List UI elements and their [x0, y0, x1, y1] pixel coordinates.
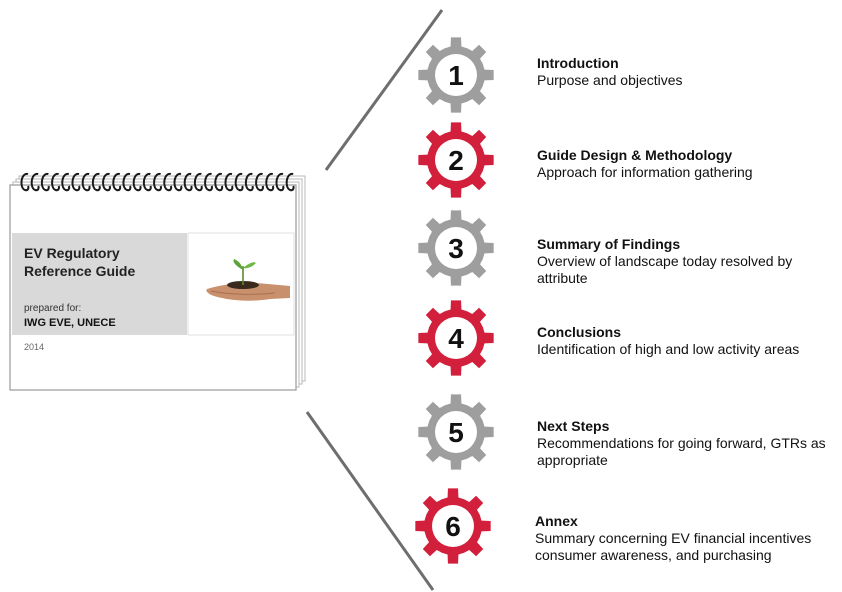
step-2-text: Guide Design & Methodology Approach for … [537, 147, 837, 181]
connector-line-bottom [305, 411, 435, 591]
spiral-coil [142, 172, 152, 192]
spiral-coil [102, 172, 111, 192]
book-cover-panel [12, 233, 187, 335]
spiral-coil [234, 172, 244, 192]
spiral-coil [255, 172, 264, 192]
spiral-coil [153, 172, 162, 192]
gear-list: 1 2 3 4 5 6 [415, 37, 494, 564]
hand-seedling-icon [206, 259, 290, 301]
spiral-coil [214, 172, 224, 192]
spiral-coil [244, 172, 254, 192]
spiral-coil [204, 172, 213, 192]
spiral-coil [122, 172, 132, 192]
gear-center [435, 317, 477, 359]
spiral-coil [163, 172, 173, 192]
spiral-coil [30, 172, 40, 192]
spiral-coil [20, 172, 30, 192]
step-1-text: Introduction Purpose and objectives [537, 55, 837, 89]
gear-number: 1 [448, 60, 464, 91]
step-description: Overview of landscape today resolved by … [537, 253, 793, 286]
spiral-coil [285, 172, 295, 192]
spiral-coil [132, 172, 142, 192]
gear-number: 3 [448, 233, 464, 264]
gear-number: 5 [448, 417, 464, 448]
step-6-text: Annex Summary concerning EV financial in… [535, 513, 835, 564]
spiral-coil [91, 172, 101, 192]
gear-icon: 6 [415, 488, 491, 564]
spiral-coil [224, 172, 234, 192]
spiral-coil [265, 172, 275, 192]
gear-number: 2 [448, 145, 464, 176]
step-title: Conclusions [537, 324, 622, 340]
connector-line-top [324, 9, 444, 171]
step-title: Annex [535, 513, 578, 529]
spiral-coil [193, 172, 203, 192]
spiral-coil [61, 172, 71, 192]
step-title: Summary of Findings [537, 236, 681, 252]
gear-icon: 4 [418, 300, 494, 376]
step-description: Recommendations for going forward, GTRs … [537, 435, 826, 468]
step-4-text: Conclusions Identification of high and l… [537, 324, 837, 358]
step-3-text: Summary of Findings Overview of landscap… [537, 236, 837, 287]
book-prepared-label: prepared for: [24, 303, 82, 314]
step-description: Summary concerning EV financial incentiv… [535, 530, 812, 563]
spiral-coil [71, 172, 81, 192]
book-client: IWG EVE, UNECE [24, 317, 116, 329]
gear-number: 4 [448, 323, 464, 354]
spiral-coil [40, 172, 50, 192]
gear-center [435, 227, 477, 269]
gear-icon: 1 [418, 37, 494, 113]
spiral-coil [183, 172, 193, 192]
step-5-text: Next Steps Recommendations for going for… [537, 418, 837, 469]
gear-icon: 2 [418, 122, 494, 198]
gear-number: 6 [445, 511, 461, 542]
gear-center [435, 139, 477, 181]
gear-icon: 5 [418, 394, 494, 470]
step-description: Purpose and objectives [537, 72, 683, 88]
step-title: Introduction [537, 55, 619, 71]
spiral-coil [112, 172, 122, 192]
book-title: EV Regulatory Reference Guide [24, 245, 136, 279]
gear-icon: 3 [418, 210, 494, 286]
step-description: Approach for information gathering [537, 164, 753, 180]
gear-center [435, 54, 477, 96]
spiral-coil [51, 172, 60, 192]
spiral-coil [173, 172, 183, 192]
spiral-coil [81, 172, 91, 192]
step-title: Next Steps [537, 418, 610, 434]
gear-center [435, 411, 477, 453]
gear-center [432, 505, 474, 547]
book-year: 2014 [24, 342, 45, 352]
step-description: Identification of high and low activity … [537, 341, 800, 357]
spiral-coil [275, 172, 285, 192]
spiral-binding [20, 172, 295, 192]
step-title: Guide Design & Methodology [537, 147, 733, 163]
